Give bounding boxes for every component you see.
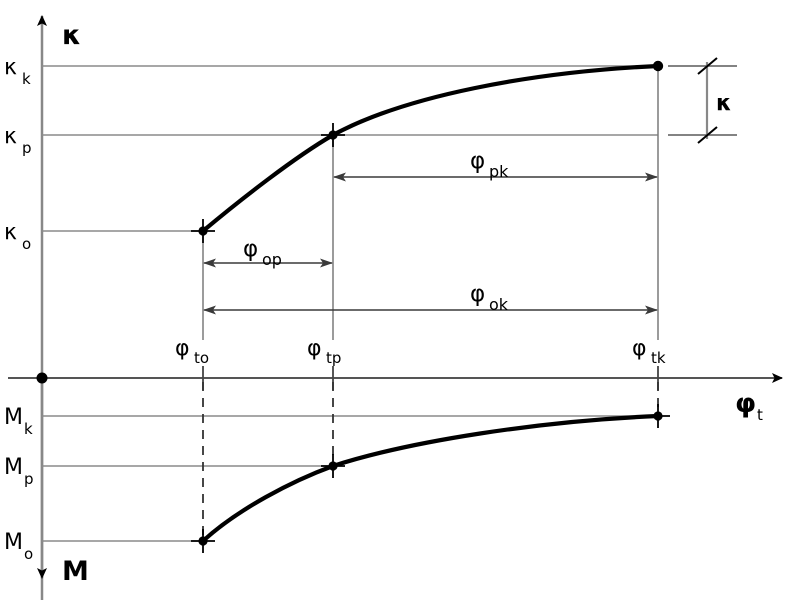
kappa-bracket-tick-top xyxy=(697,57,718,75)
kappa-o-sub: o xyxy=(22,235,31,253)
phi-op-sub: op xyxy=(262,250,282,269)
time-axis-label: φ xyxy=(735,388,756,419)
point-kappa-k xyxy=(652,60,664,72)
moment-tick-label-k: M k xyxy=(4,405,33,438)
phi-tk-sub: tk xyxy=(651,349,666,367)
kappa-bracket: κ xyxy=(668,57,737,144)
kappa-tick-label-o: κ o xyxy=(4,220,31,253)
moment-tick-label-o: M o xyxy=(4,530,33,563)
point-kappa-p xyxy=(321,123,345,147)
kappa-k-base: κ xyxy=(4,55,17,80)
phi-pk-base: φ xyxy=(470,148,485,174)
moment-k-base: M xyxy=(4,405,23,430)
time-axis-label-subscript: t xyxy=(757,406,763,424)
kappa-data-points xyxy=(191,60,664,243)
kappa-p-base: κ xyxy=(4,124,17,149)
lower-vertical-guides xyxy=(202,382,659,541)
kappa-tick-label-k: κ k xyxy=(4,55,31,88)
time-tick-label-tp: φ tp xyxy=(307,336,341,367)
kappa-p-sub: p xyxy=(22,139,32,157)
moment-tick-label-p: M p xyxy=(4,455,34,488)
point-moment-o xyxy=(191,529,215,553)
phi-tp-base: φ xyxy=(307,336,322,361)
dimension-phi-pk: φ pk xyxy=(333,148,658,182)
moment-o-sub: o xyxy=(24,545,33,563)
moment-data-points xyxy=(191,404,670,553)
kappa-bracket-label: κ xyxy=(716,91,732,116)
origin-marker xyxy=(36,372,48,384)
phi-tp-sub: tp xyxy=(326,349,341,367)
phi-to-sub: to xyxy=(194,349,209,367)
phi-tk-base: φ xyxy=(632,336,647,361)
moment-p-sub: p xyxy=(24,470,34,488)
moment-p-base: M xyxy=(4,455,23,480)
point-kappa-o xyxy=(191,219,215,243)
time-tick-labels: φ to φ tp φ tk xyxy=(175,336,666,367)
point-moment-k xyxy=(646,404,670,428)
phi-pk-sub: pk xyxy=(489,162,509,181)
moment-guide-lines xyxy=(42,415,658,542)
point-moment-p xyxy=(321,454,345,478)
kappa-guide-lines xyxy=(42,65,658,232)
kappa-k-sub: k xyxy=(22,70,31,88)
phi-to-base: φ xyxy=(175,336,190,361)
moment-creep-curve xyxy=(200,413,661,544)
dimension-phi-ok: φ ok xyxy=(203,281,658,315)
time-tick-label-to: φ to xyxy=(175,336,209,367)
phi-ok-sub: ok xyxy=(489,295,509,314)
moment-o-base: M xyxy=(4,530,23,555)
time-tick-label-tk: φ tk xyxy=(632,336,666,367)
moment-tick-labels: M k M p M o xyxy=(4,405,34,563)
moment-axis: M xyxy=(37,378,89,587)
kappa-tick-label-p: κ p xyxy=(4,124,32,157)
kappa-o-base: κ xyxy=(4,220,17,245)
phi-ok-base: φ xyxy=(470,281,485,307)
kappa-creep-curve xyxy=(200,63,661,234)
kappa-axis-label: κ xyxy=(62,20,81,51)
time-axis: φ t xyxy=(8,372,783,424)
moment-axis-label: M xyxy=(62,556,89,587)
kappa-tick-labels: κ k κ p κ o xyxy=(4,55,32,253)
phi-op-base: φ xyxy=(243,236,258,262)
kappa-bracket-tick-bottom xyxy=(697,126,718,144)
moment-k-sub: k xyxy=(24,420,33,438)
dimension-phi-op: φ op xyxy=(203,236,333,269)
